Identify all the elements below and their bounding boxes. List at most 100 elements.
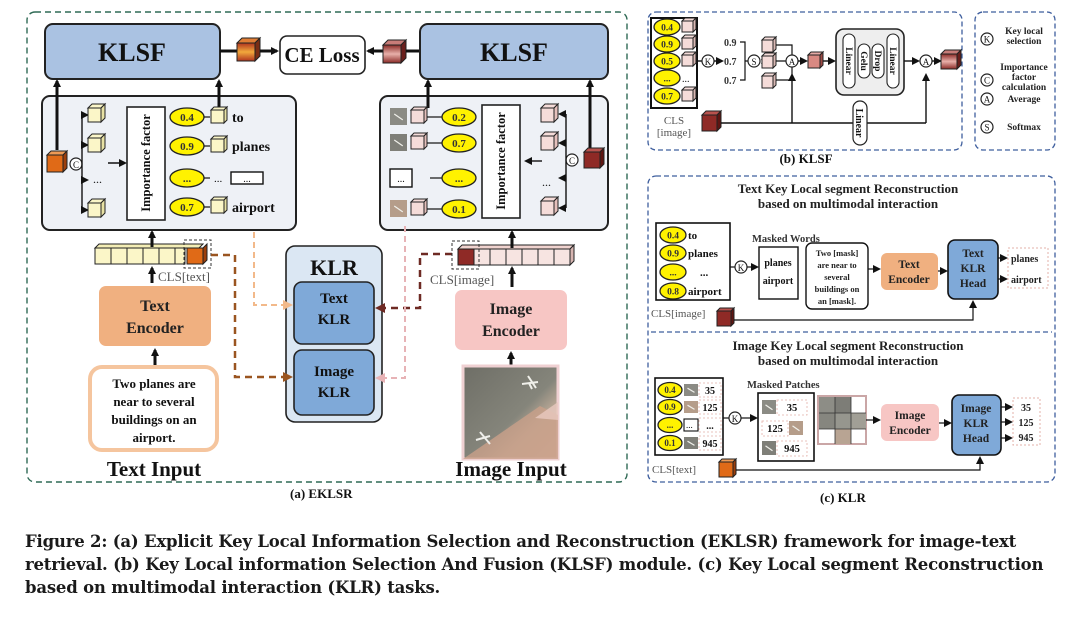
mlp-layer-label: Drop: [872, 51, 882, 72]
dots: ...: [214, 173, 223, 185]
word-token-cube-icon: [209, 134, 229, 154]
patch-id: 125: [703, 403, 718, 414]
legend-c-icon: [980, 73, 994, 87]
masked-words-box: [758, 246, 799, 300]
text-klr-cls-image-cube-icon: [715, 306, 736, 328]
text-klr-word: airport: [688, 286, 722, 298]
c-symbol: C: [73, 160, 79, 170]
dots: ...: [397, 174, 405, 185]
legend-label: calculation: [1002, 83, 1047, 93]
importance-factor-label-left: Importance factor: [139, 114, 153, 212]
text-klr-cls-label: CLS[image]: [651, 308, 705, 320]
klsf-token-cube-icon: [680, 16, 698, 34]
legend-symbol: K: [984, 35, 991, 45]
panel-c-caption: (c) KLR: [820, 490, 866, 505]
klsf-a-symbol-1: A: [789, 57, 796, 67]
score-value: 0.9: [664, 402, 676, 412]
klsf-score-rows: 0.40.90.5......0.7: [653, 16, 698, 105]
klsf-score-ellipse: [653, 35, 681, 53]
score-value: 0.9: [661, 40, 673, 50]
klsf-score-ellipse: [653, 52, 681, 70]
cls-image-label: CLS[image]: [430, 272, 494, 287]
image-klr-score-ellipse: [657, 416, 683, 434]
image-score-ellipse: [441, 107, 477, 127]
klr-title: KLR: [310, 255, 359, 280]
panel-b-frame: [647, 11, 963, 151]
importance-factor-label-right: Importance factor: [494, 112, 508, 210]
importance-factor-box-right: [481, 104, 521, 219]
masked-patch-grid: [817, 395, 867, 445]
text-token-sequence: [93, 239, 212, 269]
score-value: 0.4: [667, 231, 679, 241]
klsf-output-cube-icon: [939, 48, 963, 71]
image-patch-thumbnail: [762, 441, 776, 455]
legend-k-icon: [980, 32, 994, 46]
legend-symbol: C: [984, 76, 990, 86]
c-symbol-right: C: [569, 156, 575, 166]
mlp-layer-gelu: [857, 43, 871, 79]
klsf-softmax-s-icon: [747, 54, 761, 68]
score-value: 0.7: [661, 92, 673, 102]
fused-text-cube-icon: [220, 36, 279, 63]
image-score-ellipse: [441, 168, 477, 188]
patch-id-box: [698, 417, 722, 433]
softmax-value-2: 0.7: [724, 57, 737, 68]
klsf-linear-bottom: [852, 100, 868, 146]
text-klr-score-ellipse: [659, 244, 687, 262]
klsf-a-symbol-2: A: [923, 57, 930, 67]
score-value: 0.4: [180, 112, 194, 124]
klsf-token-cube-icon: [680, 50, 698, 68]
image-patch-thumbnail: [789, 421, 803, 435]
image-klr-k-symbol: K: [732, 414, 739, 424]
softmax-value-1: 0.9: [724, 38, 737, 49]
masked-id-box: [776, 440, 808, 457]
patch-placeholder-box: [389, 168, 413, 188]
figure-caption: Figure 2: (a) Explicit Key Local Informa…: [25, 532, 1044, 597]
klr-text-encoder-box: [881, 253, 938, 290]
klsf-right-box: [419, 23, 609, 80]
klsf-right-label: KLSF: [480, 38, 548, 67]
cls-text-label: CLS[text]: [158, 269, 210, 284]
patch-id: 945: [703, 439, 718, 450]
dots-left: ...: [93, 172, 102, 186]
word-label: airport: [232, 201, 275, 216]
klsf-token-cube-icon: [680, 85, 698, 103]
word-placeholder-box: [230, 171, 264, 185]
text-klr-score-ellipse: [659, 226, 687, 244]
image-token-sequence: [451, 240, 576, 270]
text-klr-score-ellipse: [659, 263, 687, 281]
klsf-avg-cube-icon: [806, 50, 825, 70]
score-value: 0.5: [661, 57, 673, 67]
dots-right: ...: [542, 175, 551, 189]
text-encoder-box: [99, 286, 211, 346]
klsf-k-symbol: K: [705, 57, 712, 67]
image-patch-thumbnail: [684, 437, 698, 449]
dots: ...: [682, 74, 690, 85]
legend-symbol: S: [984, 123, 989, 133]
klsf-token-cube-icon: [680, 33, 698, 51]
patch-id-box: [698, 435, 722, 451]
connector-cls-image-to-text-klr: [375, 252, 452, 313]
legend-label: selection: [1007, 37, 1043, 47]
mlp-layer-label: Gelu: [858, 51, 868, 71]
score-value: 0.9: [180, 141, 194, 153]
image-patch-thumbnail: [390, 108, 407, 125]
klsf-linear-bottom-label: Linear: [853, 109, 864, 138]
image-klr-cls-label: CLS[text]: [652, 464, 696, 476]
text-token-cubes: [86, 102, 107, 219]
image-klr-output-1: 35: [1021, 403, 1031, 414]
legend-label: factor: [1012, 73, 1037, 83]
image-klr-head-box: [951, 394, 1002, 456]
patch-placeholder-box: [683, 418, 699, 432]
masked-id-box: [761, 420, 789, 437]
panel-c-frame: [647, 175, 1056, 483]
